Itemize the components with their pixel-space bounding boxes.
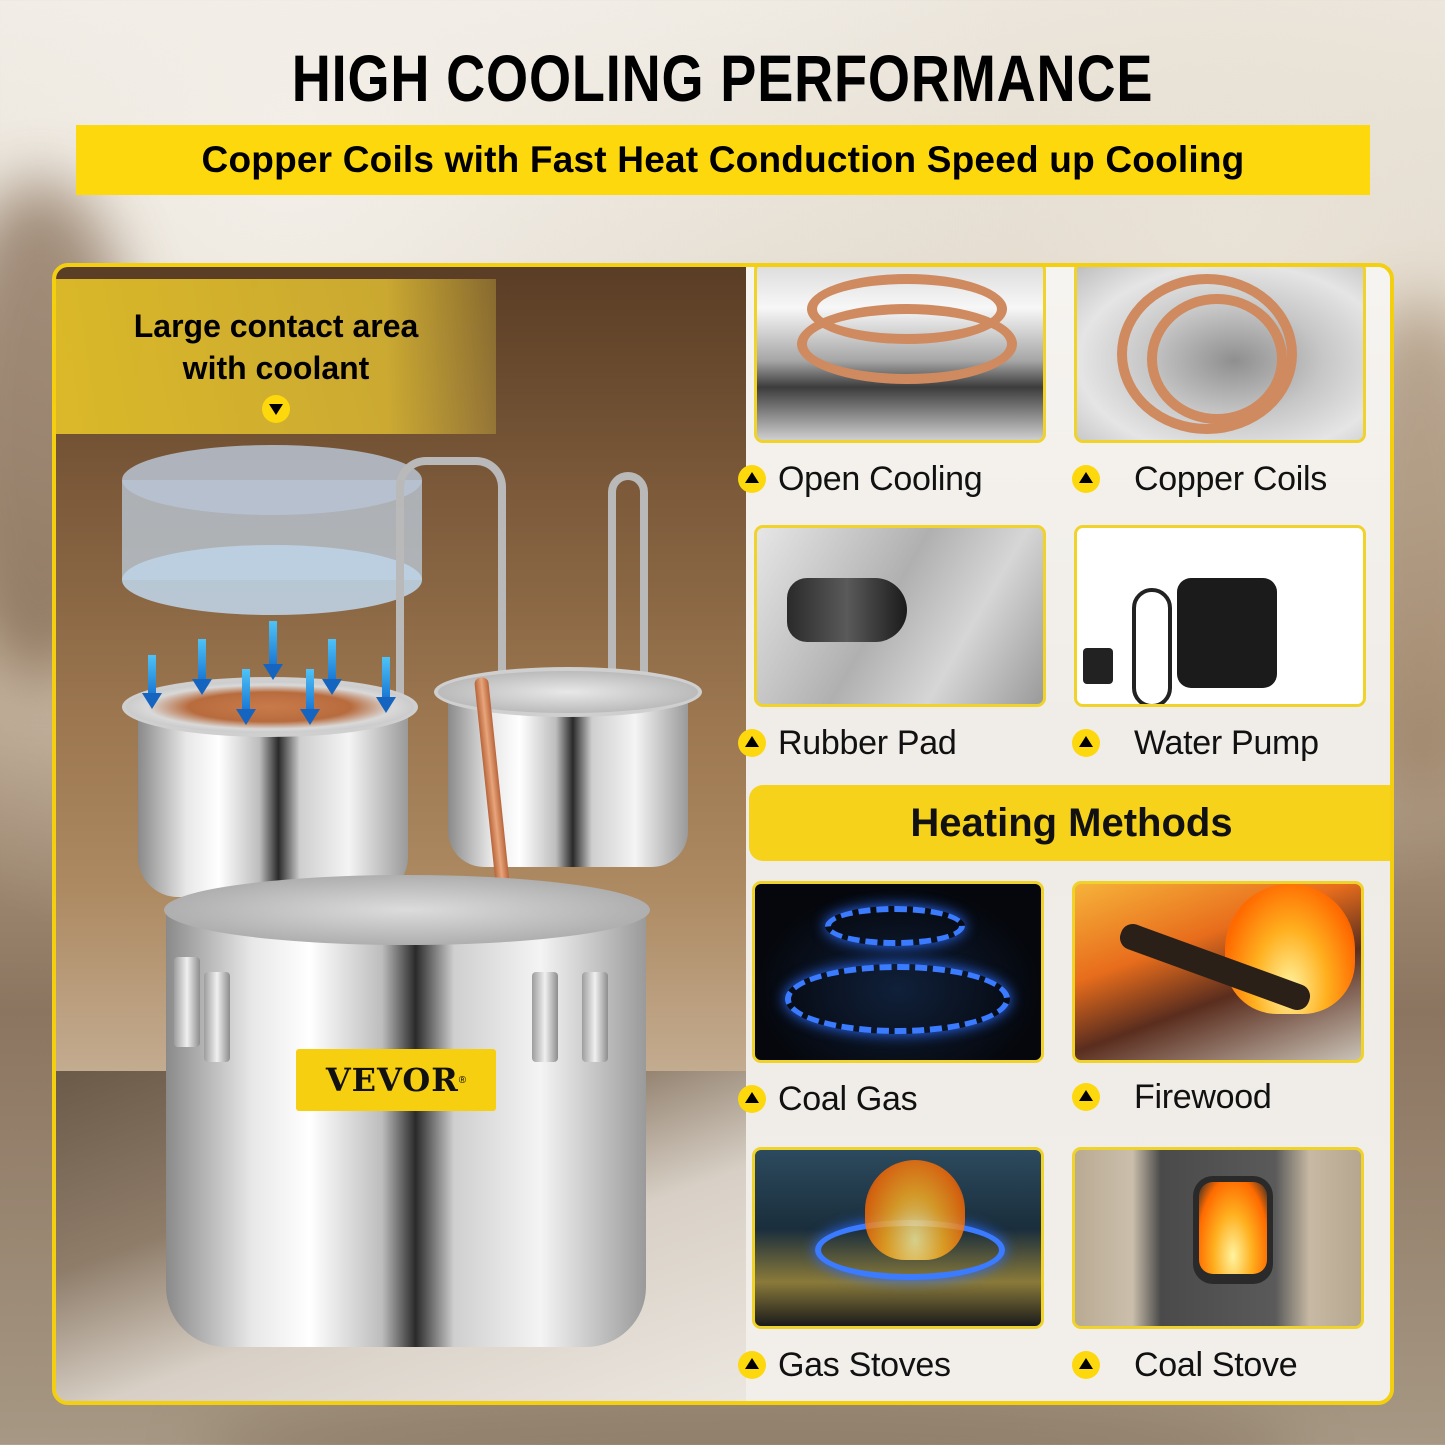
tile-coal-stove <box>1072 1147 1364 1329</box>
product-illustration: Large contact area with coolant <box>56 267 746 1401</box>
up-triangle-badge-icon <box>1072 465 1100 493</box>
tile-gas-stoves <box>752 1147 1044 1329</box>
tile-rubber-pad <box>754 525 1046 707</box>
stove-window <box>1193 1176 1273 1284</box>
coolant-hose-right <box>608 472 648 692</box>
brand-name: VEVOR <box>325 1061 459 1099</box>
coolant-hose <box>396 457 506 697</box>
clamp-latch <box>532 972 558 1062</box>
clamp-latch <box>204 972 230 1062</box>
cooling-arrow-icon <box>192 639 212 695</box>
cooling-arrow-icon <box>263 621 283 680</box>
pump-cable <box>1132 588 1172 704</box>
vevor-brand-label: VEVOR® <box>296 1049 496 1111</box>
coolant-callout: Large contact area with coolant <box>56 279 496 434</box>
tile-firewood <box>1072 881 1364 1063</box>
boiler-lid <box>164 875 650 945</box>
heating-label-coal-gas: Coal Gas <box>738 1079 918 1119</box>
up-triangle-badge-icon <box>738 1351 766 1379</box>
heating-label-gas-stoves: Gas Stoves <box>738 1345 951 1385</box>
cooling-arrow-icon <box>300 669 320 725</box>
pump-body <box>1177 578 1277 688</box>
cooling-arrow-icon <box>376 657 396 713</box>
rubber-foot <box>787 578 907 642</box>
up-triangle-badge-icon <box>738 729 766 757</box>
feature-label-copper-coils: Copper Coils <box>1072 459 1327 499</box>
pump-plug <box>1083 648 1113 684</box>
cooling-arrow-icon <box>322 639 342 695</box>
feature-card: Large contact area with coolant <box>52 263 1394 1405</box>
boiler-pot <box>166 907 646 1347</box>
cooling-arrow-icon <box>236 669 256 725</box>
subheadline-text: Copper Coils with Fast Heat Conduction S… <box>201 139 1245 180</box>
heating-label-coal-stove: Coal Stove <box>1072 1345 1298 1385</box>
subheadline-banner: Copper Coils with Fast Heat Conduction S… <box>76 125 1370 195</box>
clamp-latch <box>582 972 608 1062</box>
heating-methods-banner: Heating Methods <box>749 785 1390 861</box>
up-triangle-badge-icon <box>1072 1083 1100 1111</box>
down-arrow-badge-icon <box>262 395 290 423</box>
callout-line-1: Large contact area <box>133 308 419 344</box>
cooling-arrow-icon <box>142 655 162 709</box>
up-triangle-badge-icon <box>738 465 766 493</box>
coolant-water-disc <box>122 445 422 615</box>
clamp-latch <box>174 957 200 1047</box>
heating-label-firewood: Firewood <box>1072 1077 1272 1117</box>
tile-open-cooling <box>754 267 1046 443</box>
up-triangle-badge-icon <box>738 1085 766 1113</box>
registered-mark: ® <box>458 1074 467 1086</box>
up-triangle-badge-icon <box>1072 1351 1100 1379</box>
thumper-pot-lid <box>434 667 702 717</box>
feature-label-rubber-pad: Rubber Pad <box>738 723 957 763</box>
up-triangle-badge-icon <box>1072 729 1100 757</box>
feature-label-open-cooling: Open Cooling <box>738 459 983 499</box>
feature-label-water-pump: Water Pump <box>1072 723 1319 763</box>
tile-coal-gas <box>752 881 1044 1063</box>
condenser-pot-rim <box>122 677 418 737</box>
page-headline: HIGH COOLING PERFORMANCE <box>291 41 1154 115</box>
heating-methods-title: Heating Methods <box>910 800 1233 845</box>
tile-copper-coils <box>1074 267 1366 443</box>
callout-line-2: with coolant <box>182 350 370 386</box>
tile-water-pump <box>1074 525 1366 707</box>
